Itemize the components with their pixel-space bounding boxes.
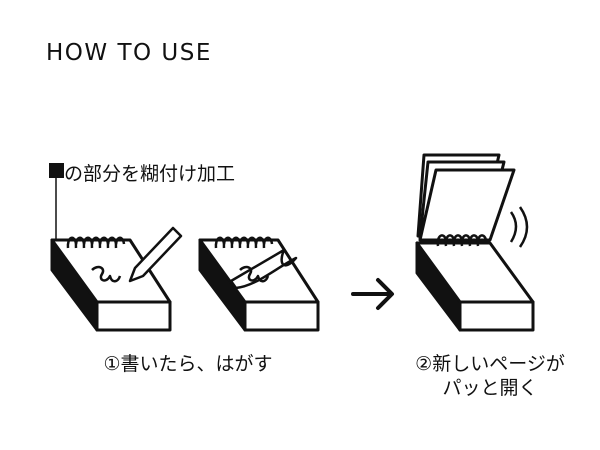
step-2-caption-line2: パッと開く bbox=[442, 377, 538, 399]
arrow-right-icon bbox=[351, 278, 394, 310]
step-2-caption-line1: ②新しいページが bbox=[415, 353, 565, 375]
step-2-caption: ②新しいページが パッと開く bbox=[380, 352, 600, 400]
step-1-caption: ①書いたら、はがす bbox=[103, 353, 273, 375]
glue-label: の部分を糊付け加工 bbox=[64, 163, 236, 185]
page-title: HOW TO USE bbox=[46, 40, 212, 66]
notepad-opening-icon bbox=[415, 153, 535, 332]
notepad-peeling-icon bbox=[198, 236, 320, 332]
notepad-writing-icon bbox=[50, 226, 183, 332]
